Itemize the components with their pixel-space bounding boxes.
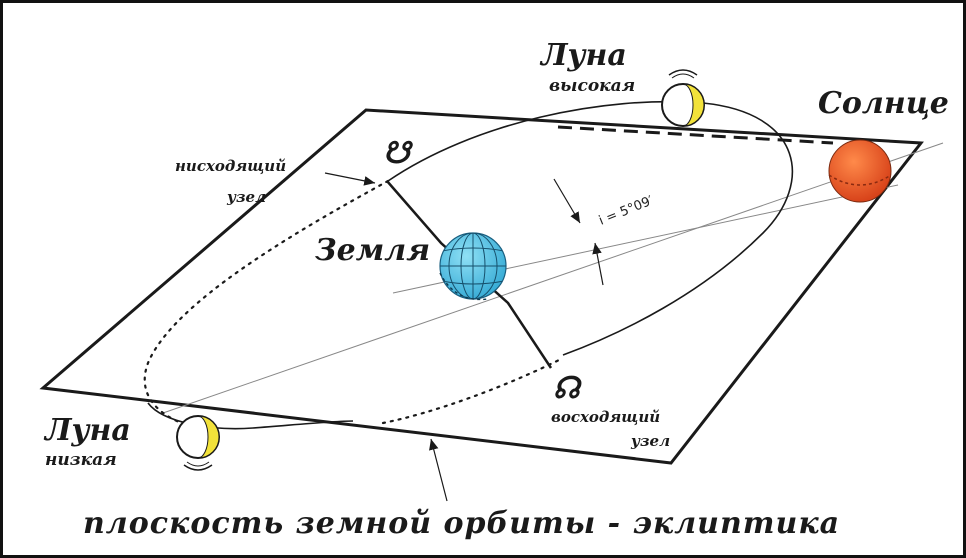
angle-arrow-bottom [592,242,604,286]
descending-node-label-1: нисходящий [175,157,286,175]
ecliptic-caption: плоскость земной орбиты - эклиптика [83,506,840,541]
moon-low-icon [176,415,220,471]
moon-low-title: Луна [43,413,131,448]
inclination-label: i = 5°09′ [597,193,656,228]
earth-icon [439,232,507,301]
ascending-node-symbol: ☊ [553,371,583,406]
moon-high-sub: высокая [549,76,635,96]
lunar-orbit-lower-right [381,356,565,425]
moon-high-icon [661,69,705,127]
ascending-node-label-2: узел [630,432,670,450]
ascending-node-label-1: восходящий [551,408,660,426]
sun-icon [828,139,892,203]
descending-node-symbol: ☋ [383,136,414,171]
sun-label: Солнце [818,86,949,121]
moon-low-sub: низкая [45,450,117,470]
lunar-orbit-upper [387,100,794,356]
ecliptic-caption-arrow [429,438,448,502]
moon-high-title: Луна [539,38,627,73]
earth-label: Земля [315,233,430,268]
ecliptic-axis-line [162,142,944,414]
orbit-diagram: i = 5°09′ ☋ ☊ Солнце З [39,38,949,541]
descending-node-label-2: узел [226,188,266,206]
descending-node-arrow [324,172,376,186]
ecliptic-plane [39,108,924,465]
lunar-orbit-low-solid [147,402,354,430]
angle-arrow-top [553,178,581,224]
lunar-orbit-lower [143,179,390,430]
moon-sun-dashed [557,125,834,145]
